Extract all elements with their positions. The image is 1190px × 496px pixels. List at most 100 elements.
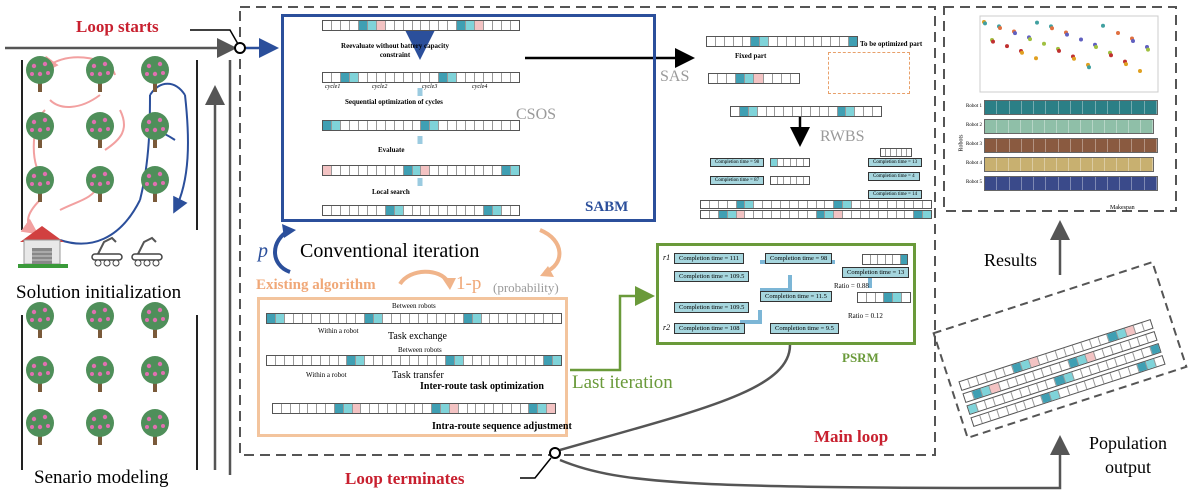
task-segment: [1105, 158, 1117, 171]
strip-cell: [421, 206, 431, 215]
sas-strip-2: [730, 106, 882, 117]
task-segment: [1009, 158, 1021, 171]
strip-cell: [791, 159, 797, 166]
task-segment: [1145, 139, 1157, 152]
strip-cell: [432, 404, 442, 413]
strip-cell: [413, 21, 422, 30]
strip-cell: [727, 74, 737, 83]
task-segment: [1117, 120, 1129, 133]
strip-cell: [811, 107, 820, 116]
rwbs-strip-a: [770, 158, 810, 167]
strip-cell: [493, 206, 503, 215]
strip-cell: [370, 404, 380, 413]
rwbs-label: RWBS: [820, 128, 865, 145]
strip-cell: [544, 314, 553, 323]
strip-cell: [403, 166, 413, 175]
scatter-point: [1034, 56, 1038, 61]
strip-cell: [1150, 344, 1161, 355]
tree-icon: [141, 112, 169, 148]
strip-cell: [781, 211, 790, 218]
strip-cell: [843, 211, 853, 218]
strip-cell: [773, 74, 782, 83]
task-segment: [1034, 101, 1047, 114]
strip-cell: [787, 37, 796, 46]
strip-cell: [350, 206, 359, 215]
robot-row-label: Robot 2: [966, 123, 982, 128]
psrm-strip-1: [862, 254, 908, 265]
strip-cell: [455, 314, 464, 323]
strip-cell: [709, 74, 719, 83]
strip-cell: [511, 121, 519, 130]
strip-cell: [401, 314, 410, 323]
strip-cell: [508, 314, 518, 323]
strip-cell: [763, 211, 773, 218]
psrm-strip-2: [857, 292, 911, 303]
task-segment: [1046, 101, 1059, 114]
strip-cell: [799, 211, 808, 218]
strip-cell: [466, 166, 476, 175]
strip-cell: [383, 314, 393, 323]
strip-cell: [493, 166, 503, 175]
strip-cell: [343, 404, 353, 413]
strip-cell: [834, 211, 844, 218]
task-segment: [985, 101, 998, 114]
strip-cell: [323, 73, 332, 82]
strip-cell: [484, 206, 494, 215]
strip-cell: [356, 356, 366, 365]
scenario-modeling-label: Senario modeling: [34, 467, 169, 488]
to-be-optimized-box: [828, 52, 910, 94]
strip-cell: [861, 211, 870, 218]
strip-cell: [449, 404, 459, 413]
ct-115: Completion time = 11.5: [760, 291, 832, 302]
strip-cell: [446, 314, 455, 323]
strip-cell: [428, 314, 437, 323]
task-segment: [1069, 120, 1081, 133]
tree-icon: [141, 356, 169, 392]
strip-cell: [323, 206, 332, 215]
strip-cell: [430, 121, 440, 130]
strip-cell: [923, 201, 931, 208]
strip-cell: [466, 121, 476, 130]
strip-cell: [332, 206, 341, 215]
strip-cell: [499, 356, 509, 365]
strip-cell: [502, 73, 512, 82]
strip-cell: [395, 166, 404, 175]
strip-cell: [719, 201, 728, 208]
strip-cell: [873, 107, 881, 116]
strip-cell: [905, 201, 915, 208]
strip-cell: [517, 356, 527, 365]
strip-cell: [725, 37, 734, 46]
existing-strip-2: [266, 355, 562, 366]
strip-cell: [778, 177, 784, 184]
strip-cell: [368, 73, 377, 82]
strip-cell: [707, 37, 716, 46]
strip-cell: [374, 314, 384, 323]
strip-cell: [352, 404, 362, 413]
strip-cell: [339, 314, 348, 323]
task-segment: [1034, 139, 1047, 152]
strip-cell: [849, 37, 857, 46]
sabm-label: SABM: [585, 199, 629, 215]
strip-cell: [340, 73, 350, 82]
strip-cell: [517, 314, 527, 323]
strip-cell: [739, 107, 749, 116]
strip-cell: [736, 201, 746, 208]
scatter-point: [1131, 39, 1135, 44]
robot-row-bar: [984, 100, 1158, 115]
ct-95: Completion time = 9.5: [770, 323, 839, 334]
strip-cell: [886, 149, 892, 156]
strip-cell: [754, 211, 764, 218]
task-segment: [1141, 158, 1153, 171]
strip-cell: [374, 356, 384, 365]
ct-108: Completion time = 108: [674, 323, 745, 334]
strip-cell: [855, 107, 865, 116]
strip-cell: [334, 404, 344, 413]
task-segment: [1083, 177, 1096, 190]
scatter-point: [983, 21, 987, 26]
strip-cell: [544, 356, 553, 365]
task-transfer-label: Task transfer: [392, 370, 444, 381]
strip-cell: [493, 73, 503, 82]
task-segment: [1071, 177, 1084, 190]
strip-cell: [797, 177, 804, 184]
task-segment: [1132, 101, 1145, 114]
